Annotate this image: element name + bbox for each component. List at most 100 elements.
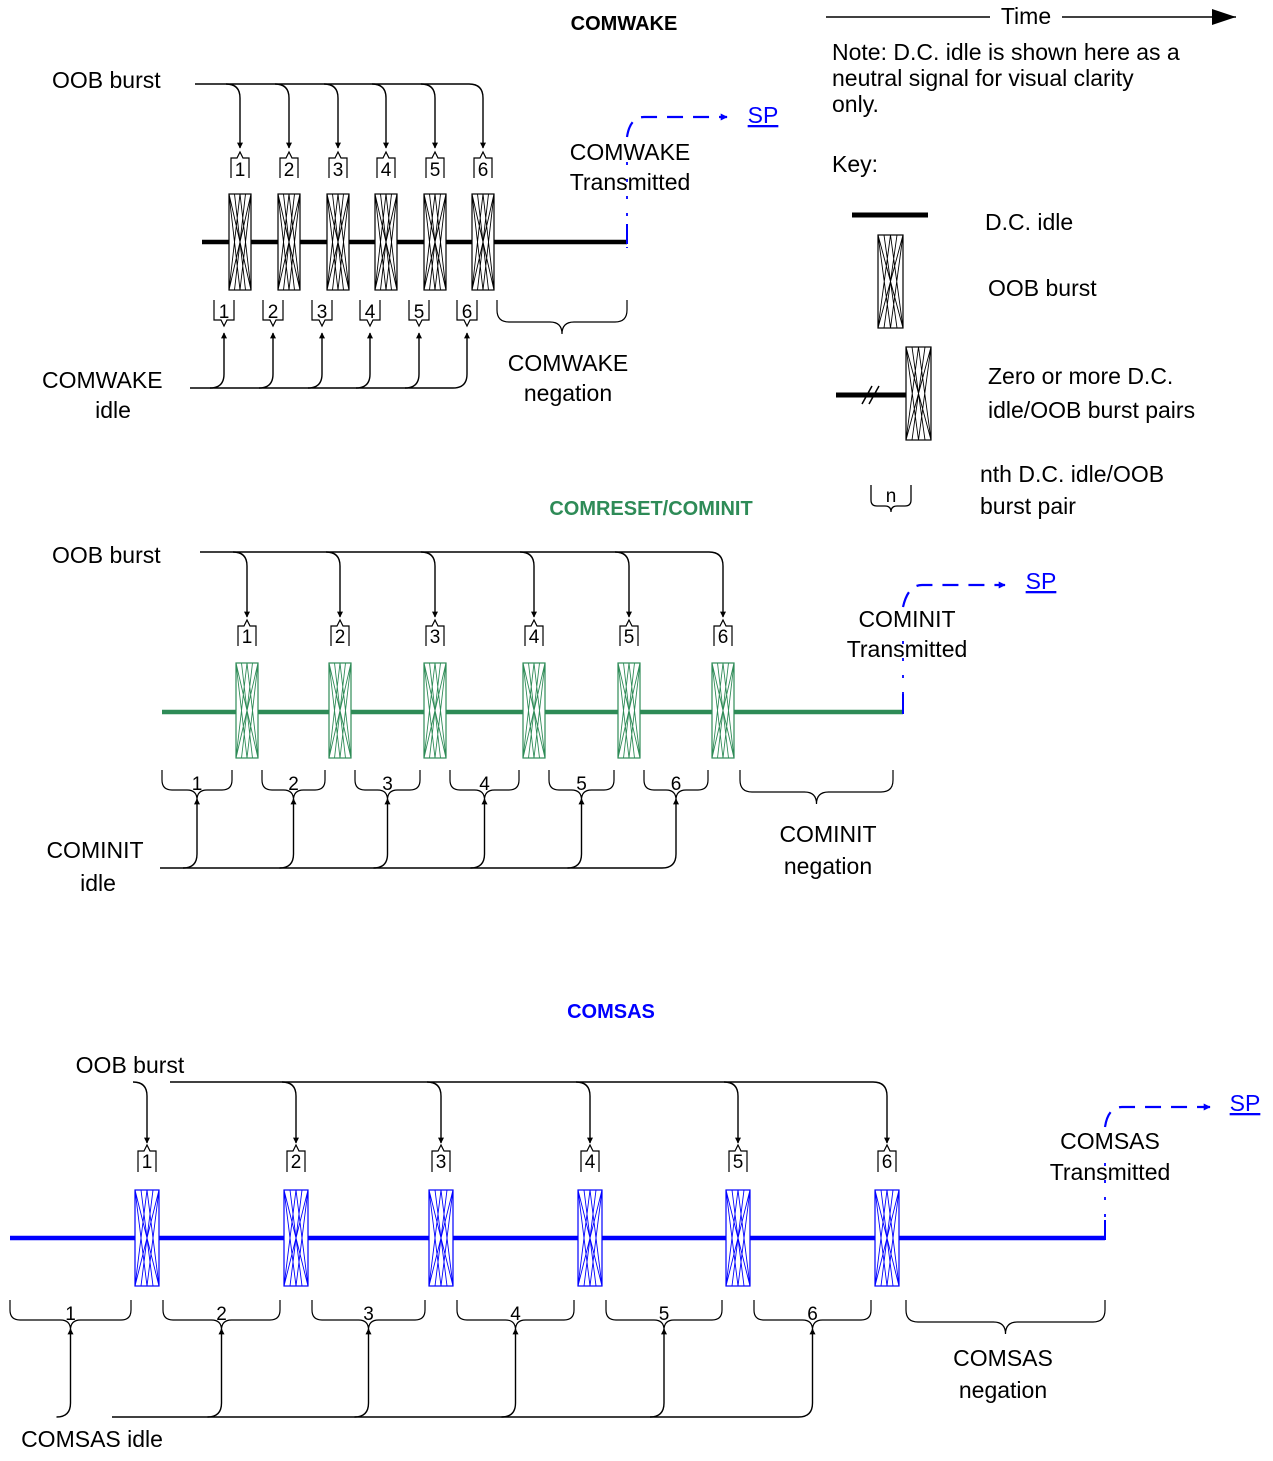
cominit-oob-burst-pointer-3 [420, 551, 438, 618]
comsas-transmitted-label-line-1: COMSAS [1060, 1128, 1160, 1154]
comsas-burst-bracket-1 [137, 1143, 157, 1172]
comsas-burst-bracket-5 [728, 1143, 748, 1172]
comsas-oob-burst-4 [577, 1189, 603, 1287]
comwake-oob-burst-pointer-4 [371, 83, 389, 149]
comwake-oob-burst-label: OOB burst [52, 67, 161, 93]
comsas-oob-burst-pointer-2 [281, 1081, 299, 1144]
cominit-oob-burst-5 [617, 662, 641, 759]
comwake-idle-pointer-4 [355, 332, 373, 389]
comsas-oob-burst-label: OOB burst [76, 1052, 185, 1078]
cominit-sp-arrow [901, 581, 1006, 608]
comreset-cominit-title: COMRESET/COMINIT [549, 498, 752, 520]
comsas-oob-burst-3 [428, 1189, 454, 1287]
cominit-oob-burst-pointer-4 [519, 551, 537, 618]
cominit-oob-burst-pointer-2 [325, 551, 343, 618]
comwake-idle-pointer-1 [209, 332, 227, 389]
comsas-idle-number-2: 2 [216, 1304, 227, 1325]
comsas-idle-pointer-4 [501, 1328, 519, 1418]
comwake-burst-bracket-1 [230, 150, 250, 178]
comwake-transmitted-label-line-2: Transmitted [570, 169, 691, 195]
comsas-burst-bracket-4 [580, 1143, 600, 1172]
cominit-idle-pointer-4 [470, 798, 488, 869]
comsas-negation-brace [905, 1300, 1106, 1335]
note-line-2: neutral signal for visual clarity [832, 65, 1134, 91]
note-line-1: Note: D.C. idle is shown here as a [832, 39, 1180, 65]
cominit-negation-label-line-1: COMINIT [779, 821, 876, 847]
comwake-oob-burst-pointer-3 [323, 83, 341, 149]
comsas-idle-bus [112, 1328, 816, 1418]
comwake-negation-label-line-1: COMWAKE [508, 350, 629, 376]
comwake-oob-burst-bus [195, 83, 486, 149]
comsas-idle-number-5: 5 [659, 1304, 670, 1325]
key-pairs-swatch [836, 346, 932, 441]
cominit-idle-label-line-2: idle [80, 870, 116, 896]
comwake-burst-number-5: 5 [430, 160, 441, 181]
comwake-oob-burst-pointer-1 [225, 83, 243, 149]
comsas-burst-bracket-3 [431, 1143, 451, 1172]
cominit-idle-label-line-1: COMINIT [46, 837, 143, 863]
comsas-burst-bracket-2 [286, 1143, 306, 1172]
cominit-oob-burst-4 [522, 662, 546, 759]
comsas-idle-number-3: 3 [363, 1304, 374, 1325]
comsas-negation-label-line-2: negation [959, 1377, 1047, 1403]
key-oob-burst-swatch [877, 234, 904, 329]
comsas-burst-number-5: 5 [733, 1152, 744, 1173]
comsas-idle-number-4: 4 [510, 1304, 521, 1325]
comwake-sp-link[interactable]: SP [748, 102, 779, 128]
comwake-burst-number-3: 3 [333, 160, 344, 181]
comsas-negation-label-line-1: COMSAS [953, 1345, 1053, 1371]
comsas-burst-number-4: 4 [585, 1152, 596, 1173]
comwake-idle-bracket-3 [311, 300, 333, 328]
comwake-idle-bracket-4 [359, 300, 381, 328]
comwake-idle-bracket-5 [408, 300, 430, 328]
cominit-idle-pointer-1 [182, 798, 200, 869]
cominit-burst-bracket-1 [237, 618, 257, 646]
cominit-oob-burst-pointer-1 [232, 551, 250, 618]
cominit-oob-burst-6 [711, 662, 735, 759]
static-elements-layer: COMWAKE COMRESET/COMINIT COMSAS Time Not… [21, 3, 1260, 1452]
key-nth-label-line-1: nth D.C. idle/OOB [980, 461, 1164, 487]
comwake-idle-pointer-2 [258, 332, 276, 389]
comsas-sp-link[interactable]: SP [1230, 1090, 1261, 1116]
legend-key: Key: D.C. idle OOB burst Zero or more D.… [832, 151, 1195, 519]
comwake-oob-burst-5 [423, 193, 447, 291]
comwake-transmitted-label-line-1: COMWAKE [570, 139, 691, 165]
cominit-idle-number-5: 5 [576, 774, 587, 795]
key-nth-symbol: n [886, 486, 897, 507]
cominit-idle-pointer-5 [567, 798, 585, 869]
comsas-burst-number-2: 2 [291, 1152, 302, 1173]
comsas-oob-burst-1 [134, 1189, 160, 1287]
comwake-negation-label-line-2: negation [524, 380, 612, 406]
key-nth-label-line-2: burst pair [980, 493, 1076, 519]
note-block: Note: D.C. idle is shown here as a neutr… [832, 39, 1180, 117]
cominit-negation-brace [739, 770, 894, 805]
comsas-oob-burst-pointer-1 [132, 1081, 150, 1144]
cominit-idle-pointer-3 [373, 798, 391, 869]
cominit-burst-bracket-2 [330, 618, 350, 646]
cominit-sp-link[interactable]: SP [1026, 568, 1057, 594]
comwake-oob-burst-pointer-2 [274, 83, 292, 149]
comwake-idle-number-3: 3 [317, 302, 328, 323]
cominit-negation-label-line-2: negation [784, 853, 872, 879]
cominit-oob-burst-label: OOB burst [52, 542, 161, 568]
time-label: Time [1001, 3, 1051, 29]
comwake-idle-number-5: 5 [414, 302, 425, 323]
comwake-burst-number-2: 2 [284, 160, 295, 181]
cominit-oob-burst-3 [423, 662, 447, 759]
cominit-oob-burst-bus [200, 551, 726, 618]
comsas-oob-burst-pointer-5 [723, 1081, 741, 1144]
cominit-idle-number-2: 2 [288, 774, 299, 795]
note-line-3: only. [832, 91, 879, 117]
comwake-burst-bracket-5 [425, 150, 445, 178]
cominit-oob-burst-2 [328, 662, 352, 759]
cominit-burst-number-2: 2 [335, 627, 346, 648]
comsas-idle-pointer-2 [207, 1328, 225, 1418]
comsas-oob-burst-6 [874, 1189, 900, 1287]
key-nth-brace-symbol [870, 485, 912, 513]
key-dc-idle-label: D.C. idle [985, 209, 1073, 235]
